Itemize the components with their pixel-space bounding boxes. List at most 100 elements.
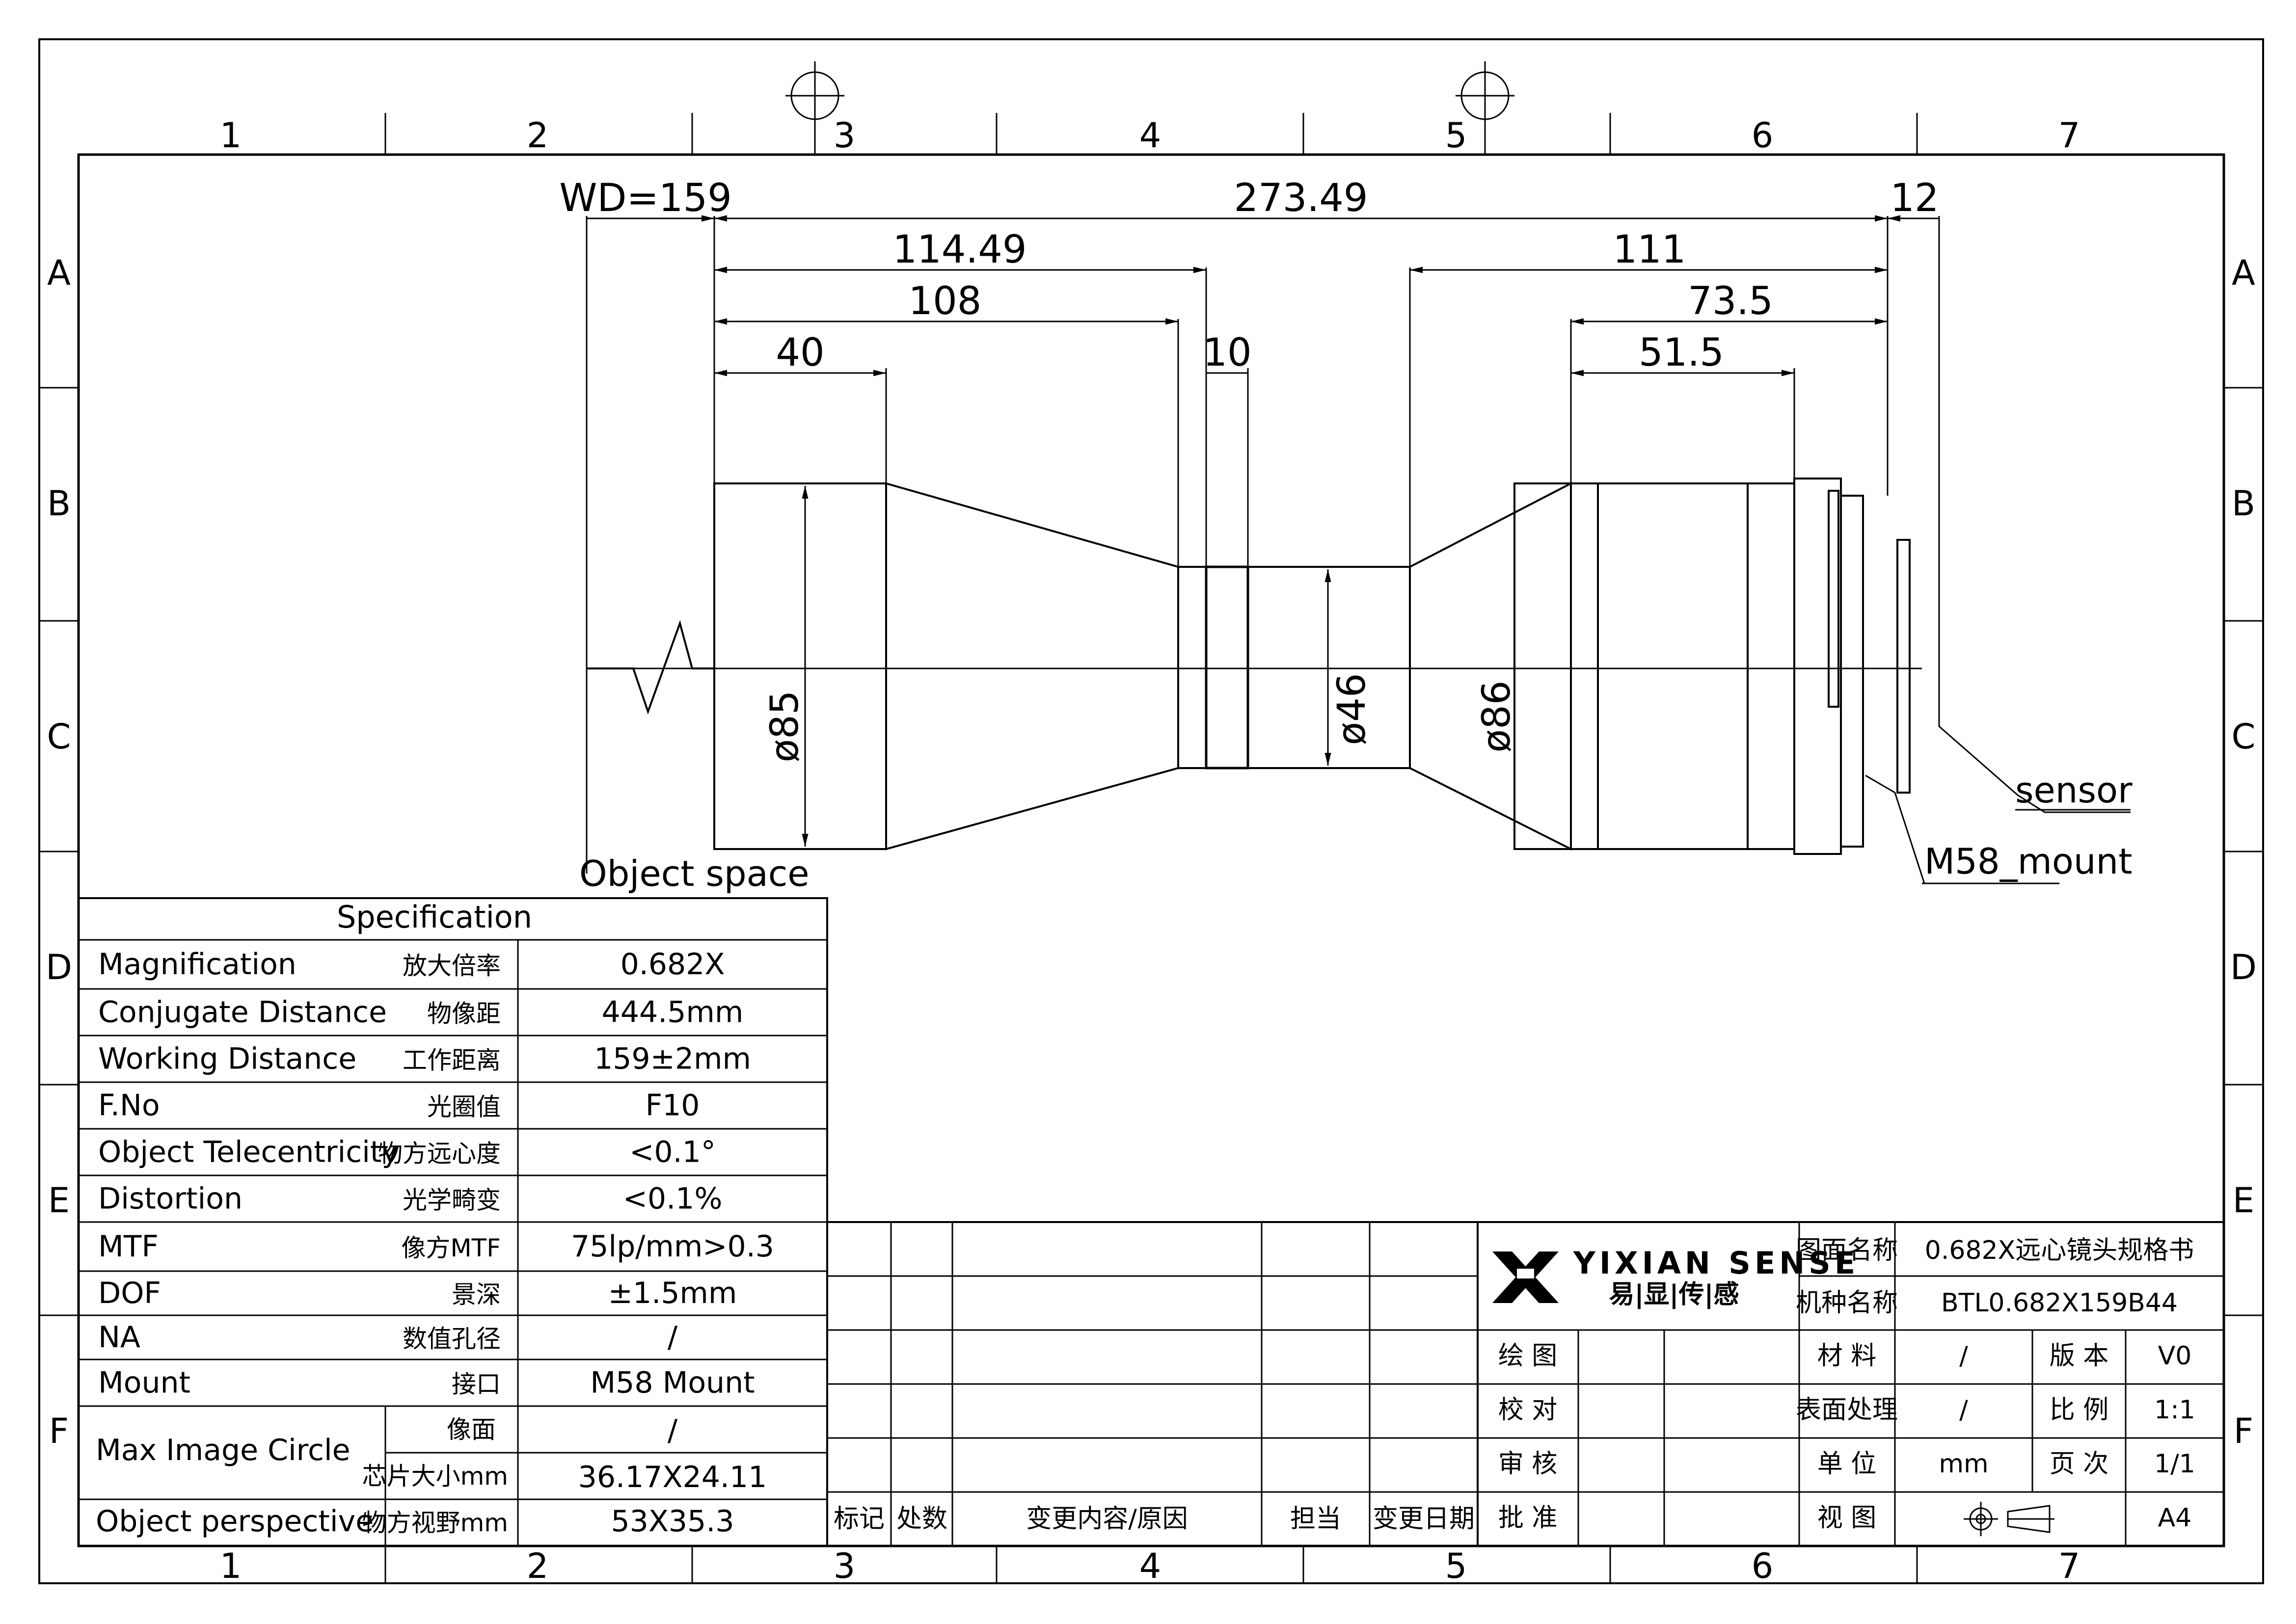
zone-row-e-left: E [48, 1180, 70, 1221]
rev-header-count: 处数 [896, 1504, 947, 1534]
spec-perspective-label: Object perspective [96, 1504, 374, 1539]
spec-row-value-4: <0.1° [629, 1135, 716, 1170]
dimension-lines [586, 215, 2131, 884]
dim-111: 111 [1613, 228, 1686, 272]
sign-label-approve: 批 准 [1498, 1503, 1558, 1533]
paper-size: A4 [2158, 1503, 2192, 1533]
rear-cone [1409, 481, 1572, 851]
break-symbol [587, 620, 714, 715]
zone-col-6-top: 6 [1752, 115, 1774, 156]
logo-chinese: 易|显|传|感 [1609, 1280, 1739, 1309]
dim-114: 114.49 [893, 228, 1027, 272]
zone-row-f-right: F [2234, 1411, 2253, 1451]
spec-row-label-4: Object Telecentricity [98, 1135, 399, 1170]
spec-row-label-6: MTF [98, 1229, 159, 1264]
spec-image-plane-value: / [668, 1413, 678, 1448]
zone-row-f-left: F [49, 1411, 69, 1451]
middle-tube [1247, 566, 1411, 769]
zone-ticks [39, 113, 2263, 1583]
spec-perspective-cn: 物方视野mm [362, 1509, 508, 1537]
rev-header-mark: 标记 [834, 1504, 885, 1534]
sensor-label: sensor [2015, 770, 2133, 811]
company-logo: YIXIAN SENSE 易|显|传|感 [1492, 1245, 1859, 1309]
page-value: 1/1 [2154, 1449, 2195, 1479]
zone-row-c-left: C [47, 717, 71, 757]
mount-ring [1793, 478, 1842, 855]
dim-40: 40 [776, 331, 824, 375]
unit-label: 单 位 [1817, 1449, 1877, 1479]
zone-row-d-right: D [2230, 947, 2257, 987]
zone-col-6-bottom: 6 [1752, 1546, 1774, 1586]
spec-row-label-7: DOF [98, 1276, 161, 1310]
spec-row-label-2: Working Distance [98, 1042, 356, 1076]
spec-row-value-6: 75lp/mm>0.3 [571, 1229, 774, 1264]
dim-108: 108 [909, 279, 982, 323]
spec-row-cn-0: 放大倍率 [403, 952, 501, 980]
zone-row-d-left: D [46, 947, 72, 987]
spec-row-value-3: F10 [646, 1089, 700, 1123]
spec-row-cn-1: 物像距 [427, 1000, 501, 1028]
spec-image-circle: Max Image Circle 像面 / 芯片大小mm 36.17X24.11… [96, 1413, 767, 1539]
logo-wordmark: YIXIAN SENSE [1573, 1245, 1859, 1281]
zone-col-4-bottom: 4 [1139, 1546, 1162, 1586]
version-value: V0 [2158, 1341, 2192, 1371]
dim-73-5: 73.5 [1688, 279, 1773, 323]
spec-perspective-value: 53X35.3 [611, 1504, 734, 1539]
zone-row-a-right: A [2232, 253, 2255, 293]
revision-table [826, 1221, 1479, 1547]
spec-row-label-5: Distortion [98, 1182, 243, 1216]
front-cone [886, 482, 1179, 850]
zone-col-7-bottom: 7 [2058, 1546, 2080, 1586]
centering-mark-right [1456, 61, 1514, 155]
zone-row-c-right: C [2232, 717, 2256, 757]
dim-diameter-86: ø86 [1475, 681, 1519, 753]
surface-value: / [1959, 1395, 1968, 1425]
spec-row-cn-4: 物方远心度 [378, 1140, 501, 1168]
sign-label-check: 校 对 [1498, 1395, 1558, 1425]
dim-working-distance: WD=159 [559, 176, 731, 220]
spec-row-cn-3: 光圈值 [427, 1093, 501, 1121]
spec-row-label-3: F.No [98, 1089, 160, 1123]
version-label: 版 本 [2050, 1341, 2109, 1371]
centering-mark-left [785, 61, 844, 155]
scale-label: 比 例 [2050, 1395, 2109, 1425]
spec-row-value-0: 0.682X [621, 947, 725, 982]
zone-row-b-left: B [47, 483, 71, 524]
sign-label-review: 审 核 [1498, 1449, 1558, 1479]
mount-flange [1896, 539, 1911, 794]
zone-col-2-bottom: 2 [527, 1546, 549, 1586]
drawing-name-label: 图面名称 [1796, 1236, 1898, 1265]
spec-row-cn-9: 接口 [452, 1370, 501, 1399]
sheet-frame [38, 38, 2264, 1584]
zone-col-1-bottom: 1 [220, 1546, 242, 1586]
zone-col-5-top: 5 [1445, 115, 1467, 156]
spec-row-value-1: 444.5mm [602, 995, 744, 1030]
model-label: 机种名称 [1796, 1288, 1898, 1318]
drawing-name: 0.682X远心镜头规格书 [1925, 1236, 2194, 1265]
spec-row-cn-7: 景深 [452, 1280, 501, 1309]
scale-value: 1:1 [2154, 1395, 2195, 1425]
dim-diameter-85: ø85 [763, 691, 807, 763]
spec-chip-size-value: 36.17X24.11 [578, 1460, 767, 1494]
zone-row-a-left: A [47, 253, 71, 293]
spec-chip-size-cn: 芯片大小mm [362, 1462, 508, 1491]
spec-image-plane-cn: 像面 [447, 1415, 496, 1444]
rear-barrel [1597, 482, 1749, 850]
spec-row-label-8: NA [98, 1320, 140, 1355]
dim-diameter-46: ø46 [1330, 673, 1374, 745]
zone-col-7-top: 7 [2058, 115, 2080, 156]
spec-row-value-8: / [668, 1320, 678, 1355]
spec-row-value-9: M58 Mount [590, 1366, 755, 1400]
spec-row-cn-6: 像方MTF [402, 1234, 501, 1262]
title-block [1477, 1221, 2225, 1547]
zone-col-3-top: 3 [834, 115, 856, 156]
page-label: 页 次 [2050, 1449, 2109, 1479]
rev-header-owner: 担当 [1290, 1504, 1341, 1534]
spec-row-label-9: Mount [98, 1366, 190, 1400]
dim-10: 10 [1203, 331, 1251, 375]
rev-header-content: 变更内容/原因 [1026, 1504, 1188, 1534]
material-label: 材 料 [1817, 1341, 1877, 1371]
spec-table-title: Specification [337, 899, 532, 935]
